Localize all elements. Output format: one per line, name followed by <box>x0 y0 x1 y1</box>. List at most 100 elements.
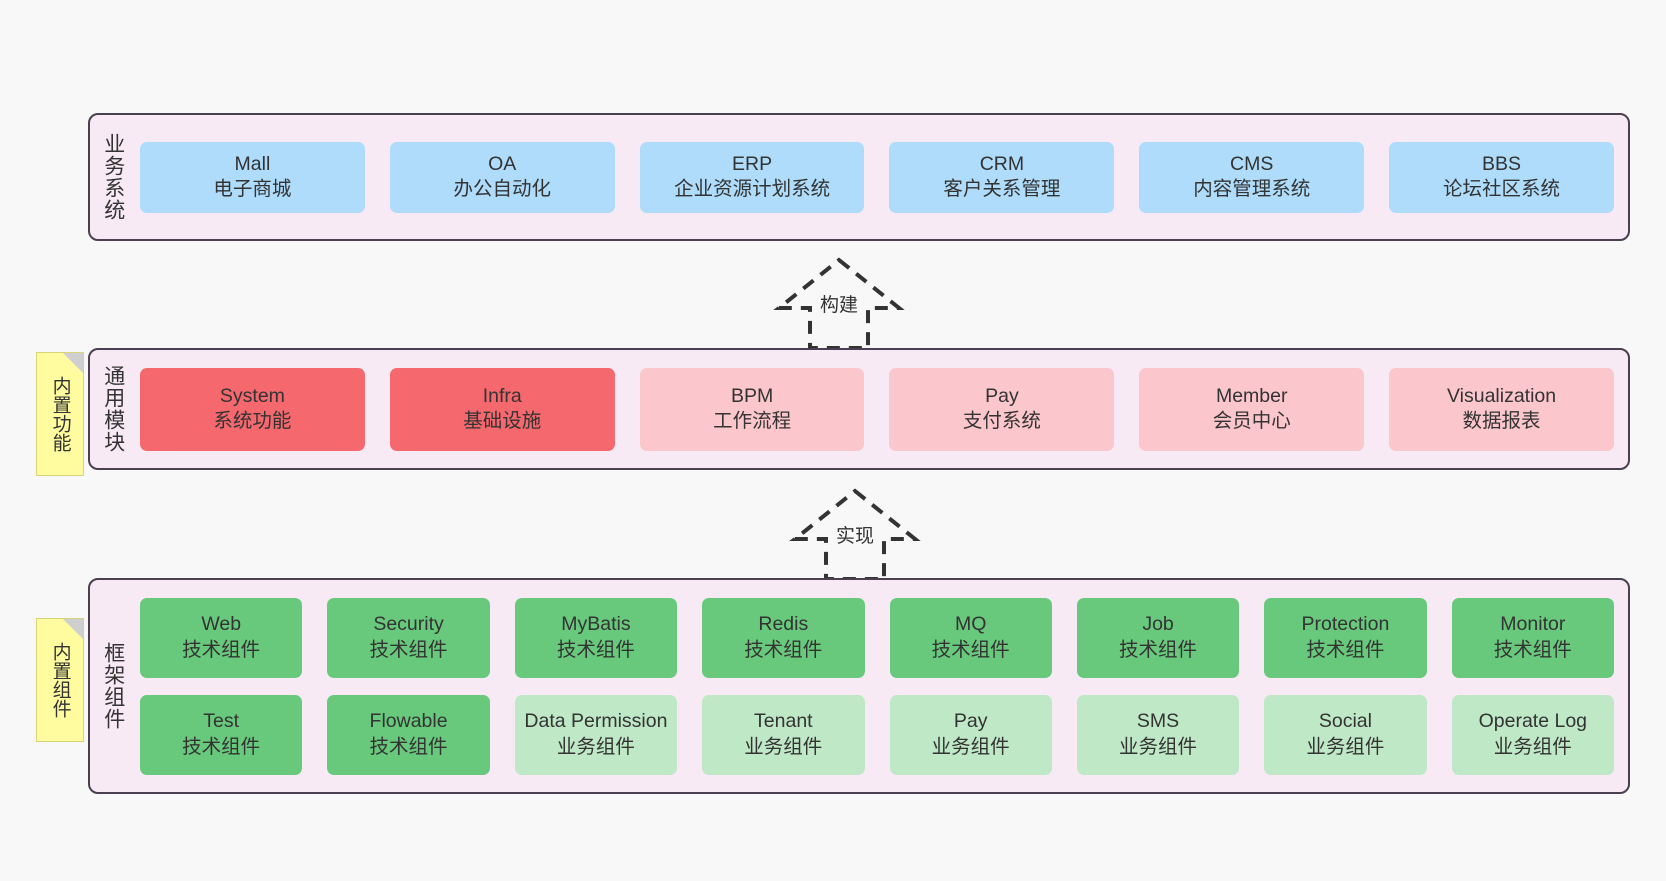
card-subtitle: 技术组件 <box>369 735 448 758</box>
card-subtitle: 支付系统 <box>962 410 1041 432</box>
card-title: Social <box>1318 710 1372 733</box>
card-bbs[interactable]: BBS 论坛社区系统 <box>1389 141 1614 213</box>
card-flowable[interactable]: Flowable 技术组件 <box>327 694 490 775</box>
card-member[interactable]: Member 会员中心 <box>1139 367 1365 451</box>
card-protection[interactable]: Protection 技术组件 <box>1264 597 1427 678</box>
card-data-permission[interactable]: Data Permission 业务组件 <box>514 694 678 775</box>
layer-business-systems: 业务系统 Mall 电子商城 OA 办公自动化 ERP 企业资源计划系统 CRM… <box>88 113 1630 241</box>
card-title: Infra <box>482 384 522 407</box>
card-subtitle: 技术组件 <box>182 735 261 758</box>
card-title: Pay <box>985 384 1019 407</box>
sticky-note-builtin-component: 内置组件 <box>36 618 84 742</box>
layer-common-modules: 通用模块 System 系统功能 Infra 基础设施 BPM 工作流程 Pay… <box>88 348 1630 470</box>
card-test[interactable]: Test 技术组件 <box>140 694 303 775</box>
card-title: Test <box>203 710 240 733</box>
card-title: Monitor <box>1500 613 1566 636</box>
card-title: Operate Log <box>1478 710 1588 733</box>
card-subtitle: 内容管理系统 <box>1193 178 1311 200</box>
card-cms[interactable]: CMS 内容管理系统 <box>1139 141 1365 213</box>
card-subtitle: 业务组件 <box>1306 735 1385 758</box>
note-fold-icon <box>63 353 83 373</box>
card-title: Security <box>373 613 444 636</box>
layer-title-common-modules: 通用模块 <box>101 365 125 453</box>
card-subtitle: 基础设施 <box>463 410 542 432</box>
card-system[interactable]: System 系统功能 <box>140 367 365 451</box>
card-title: Redis <box>758 613 809 636</box>
card-subtitle: 企业资源计划系统 <box>674 178 831 200</box>
card-subtitle: 电子商城 <box>213 178 292 200</box>
card-title: Protection <box>1301 613 1390 636</box>
sticky-note-label: 内置组件 <box>49 642 71 718</box>
card-security[interactable]: Security 技术组件 <box>327 597 490 678</box>
note-fold-icon <box>63 619 83 639</box>
card-subtitle: 技术组件 <box>1306 638 1385 661</box>
card-subtitle: 工作流程 <box>713 410 792 432</box>
card-subtitle: 数据报表 <box>1462 410 1541 432</box>
card-subtitle: 会员中心 <box>1212 410 1291 432</box>
card-web[interactable]: Web 技术组件 <box>140 597 303 678</box>
card-row: Test 技术组件 Flowable 技术组件 Data Permission … <box>140 694 1614 775</box>
card-social[interactable]: Social 业务组件 <box>1264 694 1427 775</box>
card-subtitle: 业务组件 <box>744 735 823 758</box>
card-pay-module[interactable]: Pay 支付系统 <box>889 367 1115 451</box>
card-title: BPM <box>730 384 774 407</box>
card-sms[interactable]: SMS 业务组件 <box>1076 694 1240 775</box>
card-pay-component[interactable]: Pay 业务组件 <box>889 694 1052 775</box>
card-subtitle: 业务组件 <box>1119 735 1198 758</box>
layer-framework-components: 框架组件 Web 技术组件 Security 技术组件 MyBatis 技术组件… <box>88 578 1630 794</box>
card-title: System <box>219 384 285 407</box>
card-subtitle: 业务组件 <box>1493 735 1572 758</box>
card-monitor[interactable]: Monitor 技术组件 <box>1451 597 1614 678</box>
card-title: Member <box>1215 384 1288 407</box>
card-bpm[interactable]: BPM 工作流程 <box>639 367 865 451</box>
card-subtitle: 论坛社区系统 <box>1443 178 1561 200</box>
layer-title-framework-components: 框架组件 <box>101 642 125 730</box>
card-subtitle: 技术组件 <box>744 638 823 661</box>
card-title: Pay <box>953 710 988 733</box>
card-title: CRM <box>979 152 1025 175</box>
card-title: Tenant <box>754 710 813 733</box>
card-title: Web <box>201 613 242 636</box>
card-subtitle: 业务组件 <box>931 735 1010 758</box>
card-subtitle: 技术组件 <box>1493 638 1572 661</box>
card-title: Data Permission <box>524 710 668 733</box>
card-subtitle: 客户关系管理 <box>943 178 1061 200</box>
card-row: Web 技术组件 Security 技术组件 MyBatis 技术组件 Redi… <box>140 597 1614 678</box>
card-subtitle: 技术组件 <box>1119 638 1198 661</box>
card-crm[interactable]: CRM 客户关系管理 <box>889 141 1115 213</box>
card-job[interactable]: Job 技术组件 <box>1076 597 1240 678</box>
card-tenant[interactable]: Tenant 业务组件 <box>702 694 865 775</box>
card-mq[interactable]: MQ 技术组件 <box>889 597 1052 678</box>
connector-build: 构建 <box>744 256 934 350</box>
card-title: Job <box>1142 613 1174 636</box>
card-subtitle: 技术组件 <box>182 638 261 661</box>
card-title: CMS <box>1230 152 1274 175</box>
card-title: Mall <box>234 152 271 175</box>
connector-implement: 实现 <box>760 487 950 581</box>
card-operate-log[interactable]: Operate Log 业务组件 <box>1451 694 1614 775</box>
card-mall[interactable]: Mall 电子商城 <box>140 141 365 213</box>
card-title: BBS <box>1482 152 1522 175</box>
sticky-note-builtin-function: 内置功能 <box>36 352 84 476</box>
card-title: Flowable <box>369 710 448 733</box>
connector-implement-label: 实现 <box>835 526 875 547</box>
card-subtitle: 技术组件 <box>369 638 448 661</box>
card-title: MyBatis <box>561 613 631 636</box>
card-visualization[interactable]: Visualization 数据报表 <box>1389 367 1614 451</box>
card-row: System 系统功能 Infra 基础设施 BPM 工作流程 Pay 支付系统… <box>140 367 1614 451</box>
card-title: Visualization <box>1446 384 1557 407</box>
layer-title-business-systems: 业务系统 <box>101 133 125 221</box>
card-infra[interactable]: Infra 基础设施 <box>389 367 615 451</box>
card-erp[interactable]: ERP 企业资源计划系统 <box>639 141 865 213</box>
card-row: Mall 电子商城 OA 办公自动化 ERP 企业资源计划系统 CRM 客户关系… <box>140 141 1614 213</box>
card-title: MQ <box>954 613 987 636</box>
connector-build-label: 构建 <box>819 295 859 316</box>
sticky-note-label: 内置功能 <box>49 376 71 452</box>
card-redis[interactable]: Redis 技术组件 <box>702 597 865 678</box>
card-title: OA <box>488 152 517 175</box>
card-subtitle: 办公自动化 <box>453 178 551 200</box>
layer-cards-common: System 系统功能 Infra 基础设施 BPM 工作流程 Pay 支付系统… <box>136 350 1628 468</box>
card-oa[interactable]: OA 办公自动化 <box>389 141 615 213</box>
card-mybatis[interactable]: MyBatis 技术组件 <box>514 597 678 678</box>
